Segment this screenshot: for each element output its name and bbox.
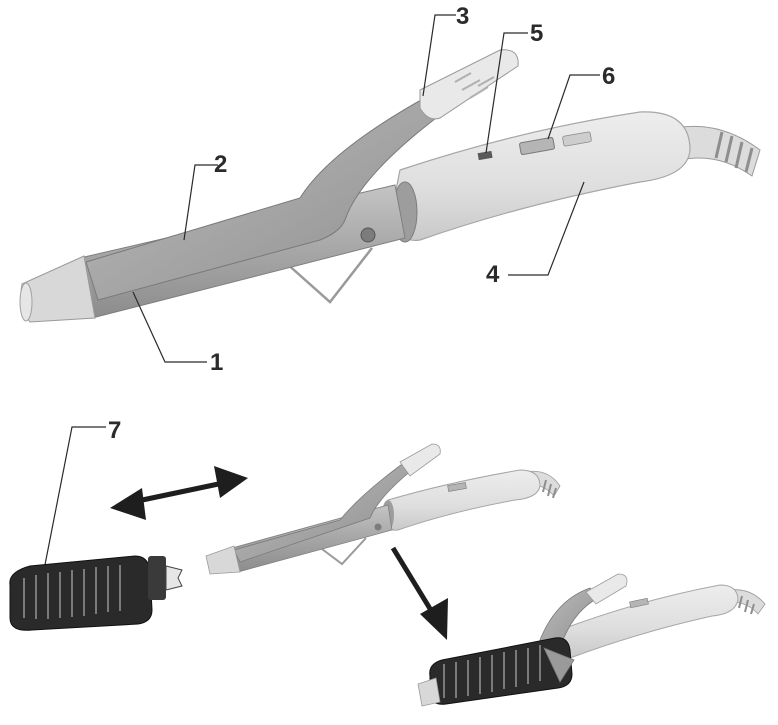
callouts: 1 2 3 4 5 6 7 — [41, 3, 615, 581]
callout-6: 6 — [602, 63, 615, 90]
cool-tip — [20, 255, 96, 323]
callout-5: 5 — [530, 20, 543, 47]
leader-line-6 — [547, 74, 600, 140]
leader-line-3 — [422, 14, 456, 97]
assembled-iron-with-brush — [417, 573, 766, 707]
main-curling-iron — [19, 49, 761, 323]
diagonal-arrow — [390, 546, 448, 640]
callout-2: 2 — [214, 151, 227, 178]
indicator-light — [477, 150, 493, 161]
leader-line-5 — [485, 32, 528, 154]
leader-line-7 — [41, 426, 106, 581]
callout-3: 3 — [456, 3, 469, 30]
callout-7: 7 — [108, 417, 121, 444]
callout-4: 4 — [486, 261, 500, 288]
clamp — [85, 94, 445, 301]
handle — [391, 111, 691, 242]
clamp-hinge — [360, 227, 376, 243]
stand-wire — [284, 247, 373, 304]
leader-line-1 — [132, 291, 207, 363]
brush-attachment — [9, 555, 183, 631]
double-arrow — [110, 466, 248, 520]
cord-strain-relief — [674, 125, 761, 177]
temperature-switch — [519, 136, 555, 156]
leader-line-4 — [508, 181, 585, 276]
small-curling-iron — [205, 443, 561, 575]
thumb-lever — [419, 49, 519, 120]
callout-1: 1 — [210, 349, 223, 376]
leader-line-2 — [183, 164, 218, 241]
